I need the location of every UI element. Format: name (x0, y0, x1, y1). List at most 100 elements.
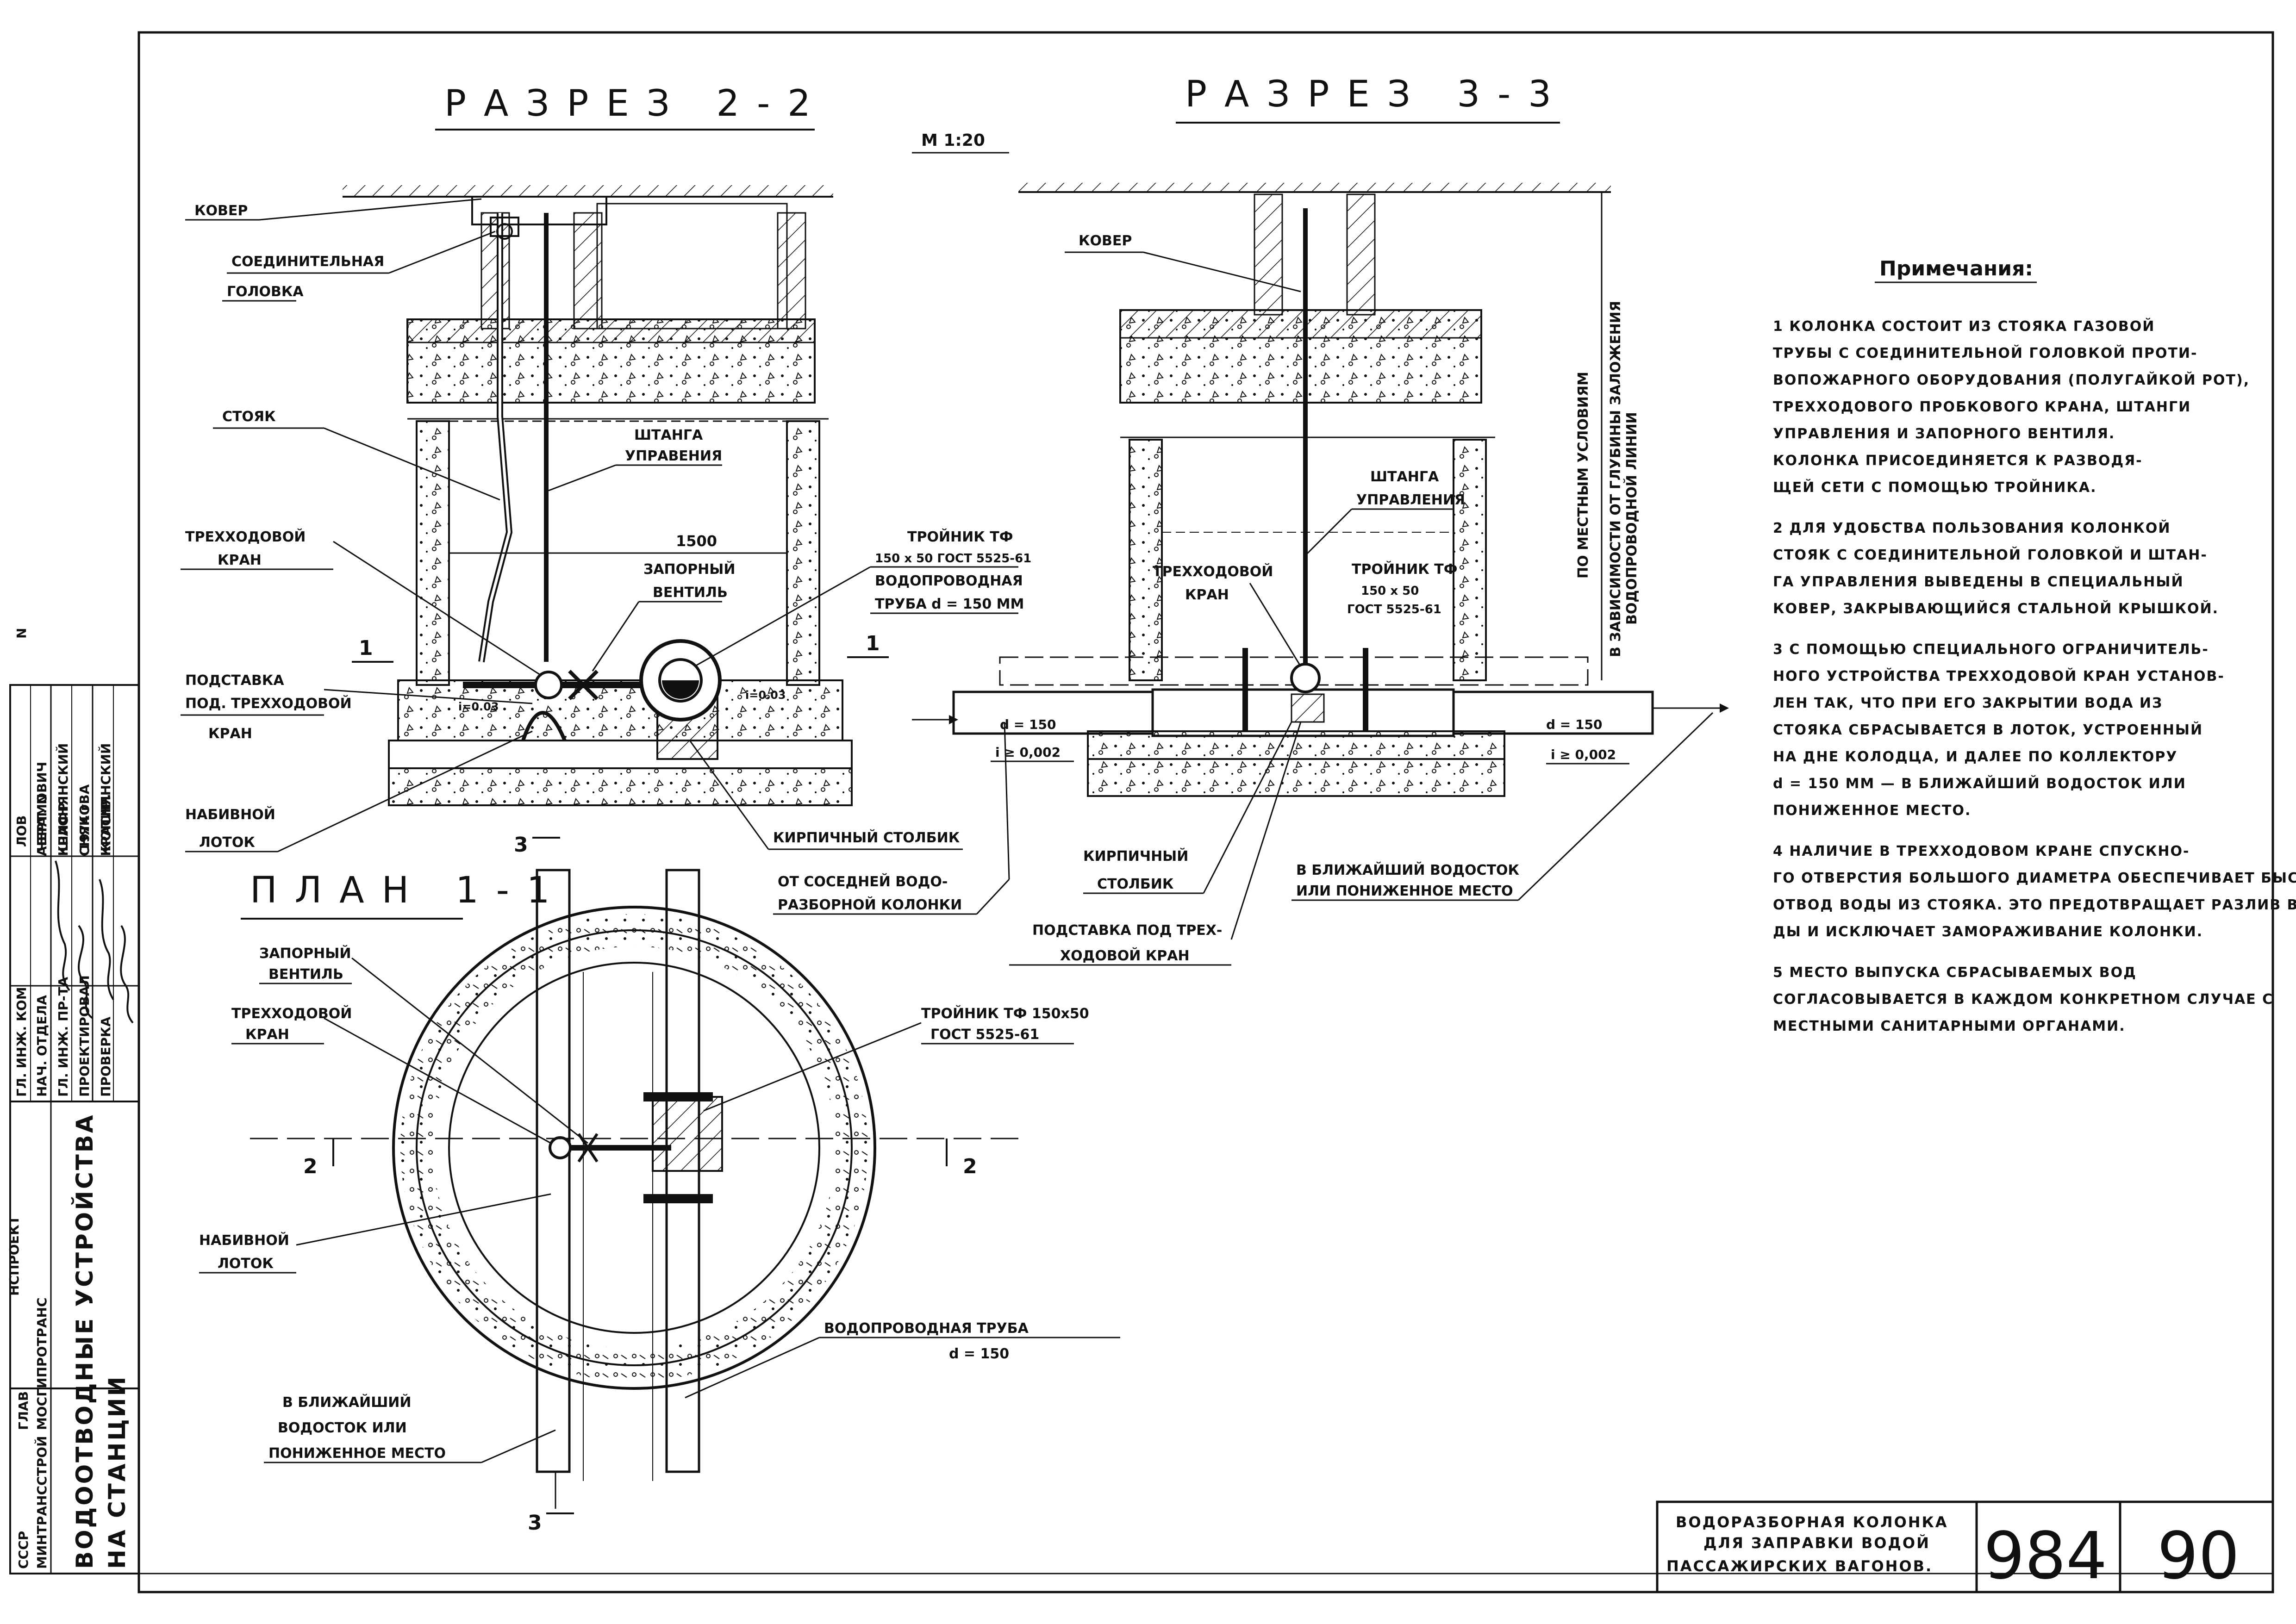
lbl-podst-33b: ХОДОВОЙ КРАН (1060, 947, 1190, 964)
stamp-year: 1974 г. (77, 799, 92, 852)
plan-title: ПЛАН 1-1 (250, 870, 568, 911)
notes-lines: 1 КОЛОНКА СОСТОИТ ИЗ СТОЯКА ГАЗОВОЙТРУБЫ… (1773, 318, 2296, 1034)
section-3-3-title: РАЗРЕЗ 3-3 (1185, 74, 1569, 115)
stamp-shifr: ШИФР (56, 803, 71, 852)
lbl-podst-22c: КРАН (208, 726, 252, 742)
lbl-plan-blizh-a: В БЛИЖАЙШИЙ (282, 1394, 412, 1411)
plan-mark-3-top: 3 (514, 833, 528, 857)
note-line: 3 С ПОМОЩЬЮ СПЕЦИАЛЬНОГО ОГРАНИЧИТЕЛЬ- (1773, 641, 2209, 658)
stamp-vertical-title-1: ВОДООТВОДНЫЕ УСТРОЙСТВА (71, 1113, 98, 1569)
lbl-kover-33: КОВЕР (1079, 233, 1132, 249)
stamp-row1-role: ГЛ. ИНЖ. КОМ (14, 987, 29, 1097)
note-line: НОГО УСТРОЙСТВА ТРЕХХОДОВОЙ КРАН УСТАНОВ… (1773, 668, 2225, 684)
three-way-valve-33 (1290, 663, 1321, 693)
lbl-troinik-22a: ТРОЙНИК ТФ (907, 529, 1013, 545)
stamp-row2-role: НАЧ. ОТДЕЛА (34, 995, 50, 1097)
stamp-row3-name: КРАСНЯНСКИЙ (55, 743, 71, 856)
stamp-org5: НСПРОЕКТ (6, 1216, 22, 1296)
drawing-number-984: 984 (1984, 1518, 2107, 1594)
lbl-troinik-33a: ТРОЙНИК ТФ (1352, 561, 1457, 578)
title-line-3: ПАССАЖИРСКИХ ВАГОНОВ. (1666, 1557, 1933, 1575)
stamp-row2-name: АБРАМОВИЧ (34, 762, 50, 856)
lbl-kran-33a: ТРЕХХОДОВОЙ (1153, 563, 1273, 580)
signature-1 (55, 860, 70, 991)
lbl-kran-22a: ТРЕХХОДОВОЙ (185, 529, 306, 545)
notes-block: Примечания: 1 КОЛОНКА СОСТОИТ ИЗ СТОЯКА … (1773, 257, 2296, 1034)
note-line: КОЛОНКА ПРИСОЕДИНЯЕТСЯ К РАЗВОДЯ- (1773, 453, 2143, 469)
lbl-shtanga-22b: УПРАВЕНИЯ (625, 448, 722, 464)
stamp-row5-role: ПРОВЕРКА (98, 1016, 113, 1097)
note-line: СТОЯКА СБРАСЫВАЕТСЯ В ЛОТОК, УСТРОЕННЫЙ (1773, 722, 2203, 738)
lbl-vodo-22b: ТРУБА d = 150 ММ (875, 596, 1024, 612)
lbl-podst-33a: ПОДСТАВКА ПОД ТРЕХ- (1032, 922, 1222, 939)
stamp-row4-name: СНЯКОВА (77, 784, 92, 856)
lbl-i-33a: i ≥ 0,002 (995, 745, 1061, 760)
scale-label: М 1:20 (921, 131, 985, 150)
lbl-head-22b: ГОЛОВКА (227, 284, 304, 300)
section-mark-1-left: 1 (359, 636, 373, 660)
stamp-chert: ЧЕРТ. N (34, 794, 50, 852)
section-2-2-title: РАЗРЕЗ 2-2 (444, 83, 828, 124)
signature-3 (99, 879, 114, 1001)
lbl-podst-22b: ПОД. ТРЕХХОДОВОЙ (185, 695, 352, 712)
plan-tee (652, 1096, 723, 1172)
plan-valve (549, 1136, 572, 1159)
lbl-podst-22a: ПОДСТАВКА (185, 672, 284, 689)
lbl-kover-22: КОВЕР (194, 203, 248, 219)
title-block: ВОДОРАЗБОРНАЯ КОЛОНКА ДЛЯ ЗАПРАВКИ ВОДОЙ… (1656, 1500, 2274, 1594)
lbl-blizh-33a: В БЛИЖАЙШИЙ ВОДОСТОК (1296, 862, 1520, 878)
section-2-2: РАЗРЕЗ 2-2 М 1:20 (181, 83, 1031, 915)
lbl-plan-nabiv-a: НАБИВНОЙ (199, 1232, 289, 1249)
section-mark-1-right: 1 (866, 632, 880, 655)
lbl-vert-33a: ПО МЕСТНЫМ УСЛОВИЯМ (1575, 372, 1591, 579)
note-line: ГА УПРАВЛЕНИЯ ВЫВЕДЕНЫ В СПЕЦИАЛЬНЫЙ (1773, 573, 2184, 590)
note-line: ЩЕЙ СЕТИ С ПОМОЩЬЮ ТРОЙНИКА. (1773, 479, 2096, 496)
lbl-troinik-33b: 150 х 50 (1361, 584, 1419, 598)
stamp-org4: МОСГИПРОТРАНС (34, 1297, 50, 1430)
stamp-row5-name: КРАСНЯНСКИЙ (98, 743, 113, 856)
lbl-plan-troinik-a: ТРОЙНИК ТФ 150х50 (921, 1005, 1089, 1022)
lbl-kirp-33a: КИРПИЧНЫЙ (1083, 848, 1188, 865)
well-outer-ring (392, 906, 876, 1390)
lbl-stoyak: СТОЯК (222, 409, 276, 425)
plan-pipe-left (536, 869, 571, 1473)
note-line: СОГЛАСОВЫВАЕТСЯ В КАЖДОМ КОНКРЕТНОМ СЛУЧ… (1773, 991, 2273, 1008)
note-line: ЛЕН ТАК, ЧТО ПРИ ЕГО ЗАКРЫТИИ ВОДА ИЗ (1773, 695, 2163, 711)
lbl-plan-vodo-a: ВОДОПРОВОДНАЯ ТРУБА (824, 1320, 1029, 1337)
plan-1-1: ПЛАН 1-1 2 2 3 3 ЗАПОРНЫЙ ВЕНТИЛЬ (199, 833, 1120, 1535)
signature-2 (78, 925, 94, 1019)
stamp-org1: СССР (16, 1531, 31, 1569)
lbl-sosed-22a: ОТ СОСЕДНЕЙ ВОДО- (778, 873, 948, 890)
note-line: ПОНИЖЕННОЕ МЕСТО. (1773, 803, 1971, 819)
note-line: ВОПОЖАРНОГО ОБОРУДОВАНИЯ (ПОЛУГАЙКОЙ РОТ… (1773, 372, 2250, 388)
slope-22a: i=0.03 (458, 700, 499, 713)
notes-heading: Примечания: (1879, 257, 2033, 280)
lbl-head-22a: СОЕДИНИТЕЛЬНАЯ (231, 254, 384, 270)
note-line: ОТВОД ВОДЫ ИЗ СТОЯКА. ЭТО ПРЕДОТВРАЩАЕТ … (1773, 897, 2296, 913)
stamp-vertical-title-2: НА СТАНЦИИ (104, 1375, 131, 1569)
title-line-1: ВОДОРАЗБОРНАЯ КОЛОНКА (1676, 1513, 1948, 1531)
lbl-kirp-22: КИРПИЧНЫЙ СТОЛБИК (773, 829, 960, 846)
wall-left-33 (1129, 439, 1163, 681)
lbl-kirp-33b: СТОЛБИК (1097, 876, 1174, 892)
stamp-org2: ГЛАВ (16, 1391, 31, 1430)
lbl-plan-kran-b: КРАН (245, 1027, 289, 1043)
lbl-plan-troinik-b: ГОСТ 5525-61 (930, 1027, 1039, 1043)
lbl-plan-blizh-b: ВОДОСТОК ИЛИ (278, 1420, 407, 1436)
kover-box-22 (471, 196, 607, 225)
signature-4 (120, 925, 134, 1024)
plan-mark-3-bottom: 3 (528, 1511, 542, 1535)
section-3-3: РАЗРЕЗ 3-3 d = 150 d = 150 i ≥ 0,002 (912, 74, 1729, 966)
note-line: КОВЕР, ЗАКРЫВАЮЩИЙСЯ СТАЛЬНОЙ КРЫШКОЙ. (1773, 600, 2219, 617)
lbl-i-33b: i ≥ 0,002 (1551, 747, 1616, 762)
lbl-shtanga-22a: ШТАНГА (634, 427, 703, 443)
note-line: ДЫ И ИСКЛЮЧАЕТ ЗАМОРАЖИВАНИЕ КОЛОНКИ. (1773, 924, 2203, 940)
dim-1500: 1500 (676, 532, 717, 550)
note-line: 4 НАЛИЧИЕ В ТРЕХХОДОВОМ КРАНЕ СПУСКНО- (1773, 843, 2190, 859)
drawing-number-90: 90 (2157, 1518, 2240, 1594)
note-line: УПРАВЛЕНИЯ И ЗАПОРНОГО ВЕНТИЛЯ. (1773, 426, 2115, 442)
wall-right-33 (1453, 439, 1487, 681)
lbl-plan-kran-a: ТРЕХХОДОВОЙ (231, 1005, 352, 1022)
lbl-shtanga-33b: УПРАВЛЕНИЯ (1356, 492, 1465, 508)
note-line: НА ДНЕ КОЛОДЦА, И ДАЛЕЕ ПО КОЛЛЕКТОРУ (1773, 749, 2177, 765)
